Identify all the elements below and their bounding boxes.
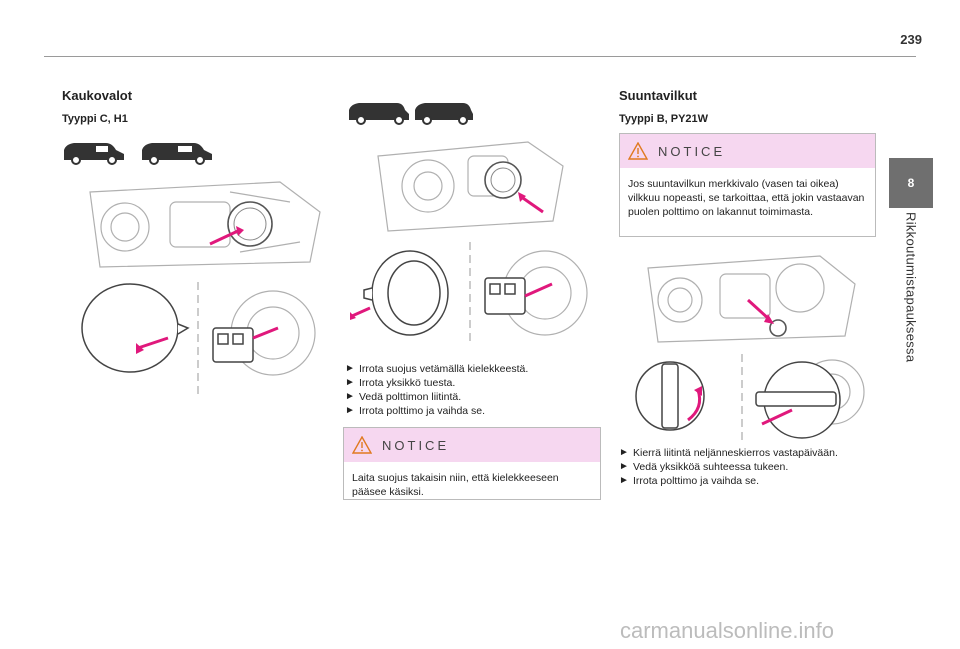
section-title-kaukovalot: Kaukovalot xyxy=(62,88,133,103)
list-item: ►Vedä polttimon liitintä. xyxy=(345,391,462,403)
steps-list-suuntavilkut: ► Kierrä liitintä neljänneskierros vasta… xyxy=(619,446,884,488)
headlamp-assembly-illustration-middle xyxy=(368,136,568,236)
notice-text: Jos suuntavilkun merkkivalo (vasen tai o… xyxy=(628,178,865,218)
list-item: ►Irrota yksikkö tuesta. xyxy=(345,377,456,389)
van-silhouettes-middle xyxy=(345,98,475,128)
top-divider xyxy=(44,56,916,57)
notice-label: NOTICE xyxy=(658,143,726,159)
type-label-c-h1: Tyyppi C, H1 xyxy=(62,113,128,125)
section-title-suuntavilkut: Suuntavilkut xyxy=(619,88,698,103)
notice-box-kaukovalot: NOTICE Laita suojus takaisin niin, että … xyxy=(343,427,601,500)
list-item: ►Vedä yksikköä suhteessa tukeen. xyxy=(619,461,789,473)
van-silhouettes-left xyxy=(60,138,220,168)
cover-removal-illustration-middle xyxy=(340,238,600,348)
type-label-b-py21w: Tyyppi B, PY21W xyxy=(619,113,709,125)
step-arrow-icon: ► xyxy=(619,461,629,472)
notice-label: NOTICE xyxy=(382,437,450,453)
chapter-title: Rikkoutumistapauksessa xyxy=(889,212,933,392)
step-arrow-icon: ► xyxy=(345,405,355,416)
notice-header: NOTICE xyxy=(344,428,600,462)
van-icon xyxy=(349,103,409,120)
steps-list-kaukovalot: ►Irrota suojus vetämällä kielekkeestä. ►… xyxy=(345,362,595,418)
step-arrow-icon: ► xyxy=(345,377,355,388)
notice-box-suuntavilkut: NOTICE Jos suuntavilkun merkkivalo (vase… xyxy=(619,133,876,237)
van-icon xyxy=(64,143,124,160)
list-item: ► Kierrä liitintä neljänneskierros vasta… xyxy=(619,447,838,459)
step-arrow-icon: ► xyxy=(345,363,355,374)
bulb-removal-illustration-right xyxy=(632,350,872,444)
list-item: ►Irrota polttimo ja vaihda se. xyxy=(619,475,760,487)
watermark: carmanualsonline.info xyxy=(620,618,835,643)
warning-triangle-icon xyxy=(628,142,648,160)
notice-text: Laita suojus takaisin niin, että kielekk… xyxy=(352,472,559,498)
step-arrow-icon: ► xyxy=(345,391,355,402)
headlamp-assembly-illustration-left xyxy=(80,172,330,272)
headlamp-assembly-illustration-right xyxy=(640,248,860,348)
step-arrow-icon: ► xyxy=(619,447,629,458)
chapter-number-tab[interactable]: 8 xyxy=(889,158,933,208)
chapter-title-text: Rikkoutumistapauksessa xyxy=(903,212,919,363)
list-item: ►Irrota polttimo ja vaihda se. xyxy=(345,405,486,417)
warning-triangle-icon xyxy=(352,436,372,454)
notice-header: NOTICE xyxy=(620,134,875,168)
van-long-icon xyxy=(142,143,212,160)
list-item: ►Irrota suojus vetämällä kielekkeestä. xyxy=(345,363,529,375)
step-arrow-icon: ► xyxy=(619,475,629,486)
pink-arrow-icon xyxy=(209,228,241,246)
page-number: 239 xyxy=(900,32,922,47)
cover-removal-illustration-left xyxy=(78,278,338,398)
